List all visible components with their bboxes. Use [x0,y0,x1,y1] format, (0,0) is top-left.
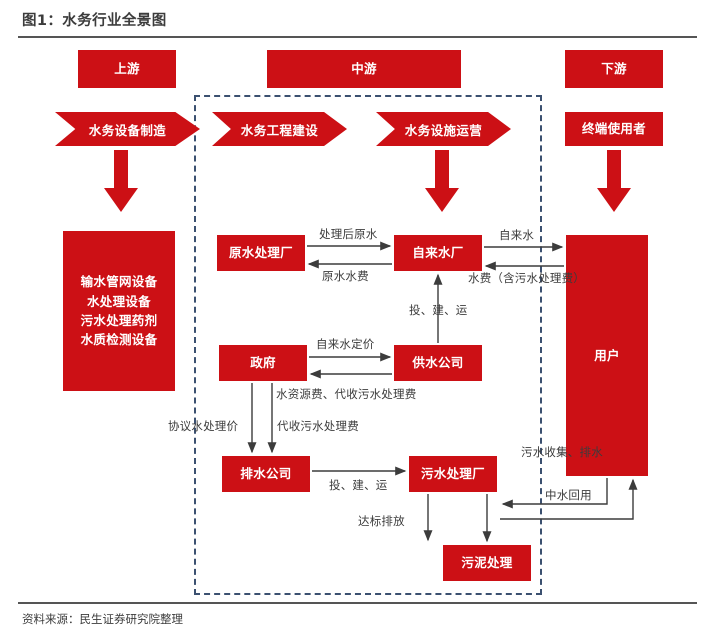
edge-label-water-fee-incl-sewage: 水费（含污水处理费） [468,271,585,285]
node-sludge-treatment: 污泥处理 [443,545,531,581]
node-drainage-company: 排水公司 [222,456,310,492]
chevron-facility-operation: 水务设施运营 [376,112,511,146]
segment-label-midstream: 中游 [351,61,377,77]
edge-label-invest-build-operate-supply: 投、建、运 [409,303,468,317]
upstream-product-item: 水处理设备 [86,293,151,309]
chevron-label-engineering-construction: 水务工程建设 [240,122,319,138]
segment-label-downstream: 下游 [601,61,627,77]
edge-label-invest-build-operate-drainage: 投、建、运 [329,478,388,492]
node-tap-water-plant: 自来水厂 [394,235,482,271]
segment-box-downstream: 下游 [565,50,663,88]
edge-label-sewage-collection-drainage: 污水收集、排水 [521,445,603,459]
edge-label-agreed-treatment-price: 协议水处理价 [168,419,239,433]
upstream-product-item: 污水处理药剂 [80,313,158,328]
upstream-product-item: 水质检测设备 [80,332,158,348]
edge-label-tap-water-pricing: 自来水定价 [316,337,375,351]
node-raw-water-plant: 原水处理厂 [217,235,305,271]
chevron-label-facility-operation: 水务设施运营 [404,122,483,138]
label-end-user: 终端使用者 [581,121,646,137]
chevron-equipment-manufacturing: 水务设备制造 [55,112,200,146]
edge-label-reclaimed-water-reuse: 中水回用 [545,488,592,502]
segment-label-upstream: 上游 [114,61,140,77]
red-down-arrow-downstream [597,150,631,212]
figure-title: 图1：水务行业全景图 [22,13,167,29]
node-label-tap-water-plant: 自来水厂 [412,245,464,261]
node-label-raw-water-plant: 原水处理厂 [228,245,293,261]
node-label-sludge-treatment: 污泥处理 [461,555,513,571]
upstream-product-item: 输水管网设备 [80,274,158,290]
edge-label-water-resource-fee: 水资源费、代收污水处理费 [276,387,417,401]
segment-box-midstream: 中游 [267,50,461,88]
chevron-engineering-construction: 水务工程建设 [212,112,347,146]
edge-label-treated-raw-water: 处理后原水 [319,227,378,241]
red-down-arrow-upstream [104,150,138,212]
footer-divider [18,602,697,604]
node-sewage-plant: 污水处理厂 [409,456,497,492]
edge-label-compliant-discharge: 达标排放 [358,514,405,528]
segment-box-upstream: 上游 [78,50,176,88]
edge-label-collected-sewage-fee: 代收污水处理费 [277,419,359,433]
node-label-water-supply-company: 供水公司 [412,355,464,371]
node-label-government: 政府 [250,355,276,371]
node-label-drainage-company: 排水公司 [240,466,292,482]
node-water-supply-company: 供水公司 [394,345,482,381]
title-divider [18,36,697,38]
chevron-label-equipment-manufacturing: 水务设备制造 [88,122,167,138]
red-down-arrow-midstream [425,150,459,212]
node-label-user: 用户 [594,347,620,363]
figure-source: 资料来源：民生证券研究院整理 [22,612,183,626]
figure-header: 图1：水务行业全景图 [0,0,715,42]
node-government: 政府 [219,345,307,381]
box-end-user: 终端使用者 [565,112,663,146]
edge-label-tap-water: 自来水 [499,228,535,242]
midstream-boundary-region [194,95,542,595]
node-label-sewage-plant: 污水处理厂 [420,466,485,482]
edge-label-raw-water-fee: 原水水费 [322,269,369,283]
box-upstream-products: 输水管网设备 水处理设备 污水处理药剂 水质检测设备 [63,231,175,391]
node-user: 用户 [566,235,648,476]
